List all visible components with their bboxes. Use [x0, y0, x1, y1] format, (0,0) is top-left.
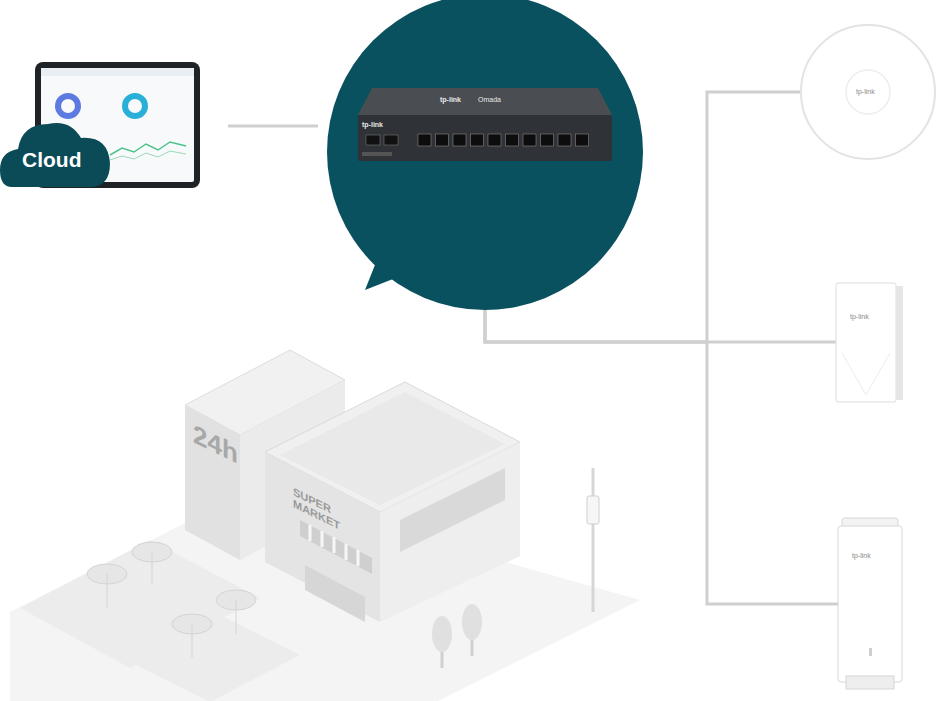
ceiling-ap-body [801, 25, 935, 159]
sfp-port [366, 135, 380, 145]
ethernet-port [576, 134, 589, 146]
ethernet-port [471, 134, 484, 146]
cloud-tablet: Cloud [0, 60, 202, 190]
ethernet-port [436, 134, 449, 146]
ethernet-port [558, 134, 571, 146]
product-line: Omada [478, 96, 501, 104]
patio [110, 605, 300, 701]
ceiling-ap-ring [846, 70, 890, 114]
router-top [358, 88, 612, 115]
store-side [380, 442, 520, 622]
pole-ap [587, 496, 599, 524]
dashboard-chart [110, 151, 186, 160]
store-window [400, 468, 505, 552]
cloud-shape [0, 123, 110, 187]
store-front [265, 452, 380, 622]
wall-ap-side [896, 286, 903, 400]
brand-logo: tp-link [362, 121, 383, 129]
store-door [305, 565, 365, 622]
block-side [185, 405, 240, 560]
ethernet-port [541, 134, 554, 146]
wall-ap-face [836, 283, 896, 402]
trees [432, 604, 482, 668]
dashboard-donut [125, 96, 145, 116]
awning-stripes [310, 525, 358, 566]
router-bubble-outline [322, 0, 648, 287]
router-bubble: tp-link Omada tp-link [322, 0, 648, 287]
network-cable [485, 283, 838, 604]
ethernet-port [523, 134, 536, 146]
dashboard-bar [41, 68, 194, 76]
ethernet-port [453, 134, 466, 146]
dashboard-donut [58, 96, 78, 116]
ceiling-access-point: tp-link [800, 24, 936, 160]
wall-ap-pattern [842, 353, 890, 395]
outdoor-ap-led [869, 648, 872, 656]
sfp-port [384, 135, 398, 145]
ethernet-port [506, 134, 519, 146]
dashboard-chart [110, 142, 186, 155]
bubble-circle [327, 0, 643, 310]
brand-logo: tp-link [852, 552, 871, 560]
cloud-label: Cloud [22, 148, 81, 171]
wall-access-point-outline [836, 283, 904, 403]
umbrellas [87, 542, 256, 658]
ethernet-port [418, 134, 431, 146]
network-cable [228, 125, 318, 128]
outdoor-ap-body [838, 526, 902, 682]
outdoor-access-point-outline [838, 518, 904, 690]
status-leds [362, 152, 392, 156]
ethernet-port [488, 134, 501, 146]
outdoor-access-point: tp-link [838, 518, 904, 690]
outdoor-ap-bracket [846, 676, 894, 689]
pole [592, 468, 595, 612]
router-front [358, 115, 612, 161]
brand-logo: tp-link [856, 88, 875, 96]
brand-logo: tp-link [440, 96, 461, 104]
wall-access-point: tp-link [836, 283, 904, 403]
brand-logo: tp-link [850, 313, 869, 321]
